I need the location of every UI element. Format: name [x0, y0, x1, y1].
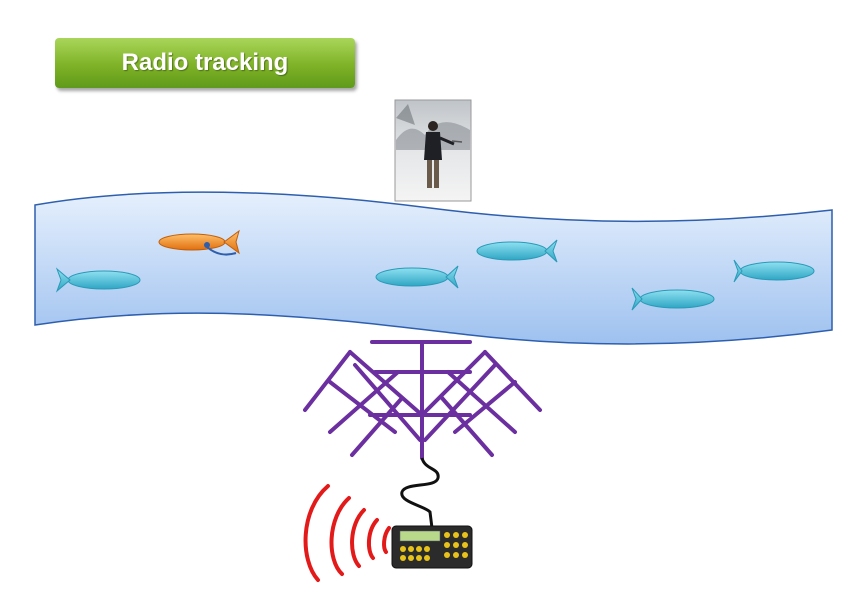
- title-text: Radio tracking: [121, 49, 289, 76]
- signal-waves-icon: [303, 484, 391, 582]
- radio-receiver-icon: [391, 525, 473, 569]
- yagi-antenna-icon: [303, 340, 542, 460]
- fish-icon: [631, 287, 715, 311]
- river: [34, 191, 833, 345]
- tagged-fish-icon: [158, 229, 240, 256]
- fish-icon: [375, 265, 459, 289]
- title-banner: Radio tracking: [55, 38, 355, 88]
- person-in-snow-photo: [394, 99, 472, 202]
- fish-icon: [55, 267, 141, 293]
- antenna-cable: [400, 457, 440, 529]
- fish-icon: [733, 259, 815, 283]
- fish-icon: [476, 239, 558, 263]
